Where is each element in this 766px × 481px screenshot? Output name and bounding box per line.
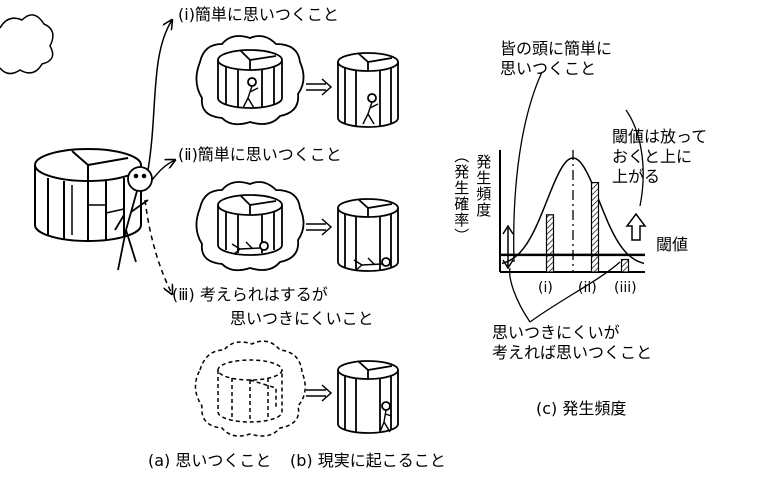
x-tick-i: (i) [538, 280, 553, 296]
bar-1 [545, 214, 555, 273]
threshold-double-arrow [502, 224, 514, 270]
bell-curve [501, 157, 645, 265]
arrow-case3 [306, 384, 333, 402]
annotation-top-right-1: 閾値は放って [612, 127, 708, 146]
case3-imagined [194, 340, 306, 437]
arrow-case1 [306, 78, 333, 96]
case1-label: (ⅰ)簡単に思いつくこと [178, 5, 339, 24]
chart-bars [545, 181, 630, 273]
annotation-bottom-1: 思いつきにくいが [492, 323, 620, 342]
case3-label-line1: (ⅲ) 考えられはするが [172, 285, 328, 304]
threshold-label: 閾値 [656, 235, 689, 254]
rising-threshold-arrow [625, 212, 647, 241]
leader-bottom [509, 261, 621, 323]
case2-imagined [195, 181, 305, 272]
case2-reality [337, 198, 399, 272]
bar-2 [590, 181, 600, 273]
caption-a: (a) 思いつくこと [148, 451, 272, 470]
case1-imagined [195, 35, 305, 126]
arrow-to-case1 [147, 20, 172, 171]
building-original [34, 148, 142, 242]
caption-c: (c) 発生頻度 [536, 399, 627, 418]
x-tick-iii: (iii) [614, 280, 637, 296]
x-tick-ii: (ii) [578, 280, 597, 296]
annotation-top-right-2: おくと上に [612, 147, 693, 166]
arrow-case2 [306, 218, 333, 236]
caption-b: (b) 現実に起こること [290, 451, 446, 470]
case3-label-line2: 思いつきにくいこと [230, 309, 374, 328]
annotation-top-right-3: 上がる [612, 167, 661, 186]
case1-reality [337, 52, 399, 128]
y-axis-label: 発生頻度 [474, 154, 493, 218]
annotation-top-left-1: 皆の頭に簡単に [500, 39, 613, 58]
case2-label: (ⅱ)簡単に思いつくこと [178, 145, 342, 164]
leader-top-right [625, 109, 644, 207]
annotation-top-left-2: 思いつくこと [500, 59, 597, 78]
y-axis-label-paren: （発生確率） [452, 148, 471, 244]
arrow-to-case3 [144, 199, 172, 294]
arrow-to-case2 [151, 160, 175, 181]
thought-bubble-edge [0, 14, 54, 75]
case3-reality [337, 360, 399, 434]
annotation-bottom-2: 考えれば思いつくこと [492, 343, 653, 362]
leader-top-left [513, 71, 543, 263]
bar-3 [620, 258, 630, 273]
